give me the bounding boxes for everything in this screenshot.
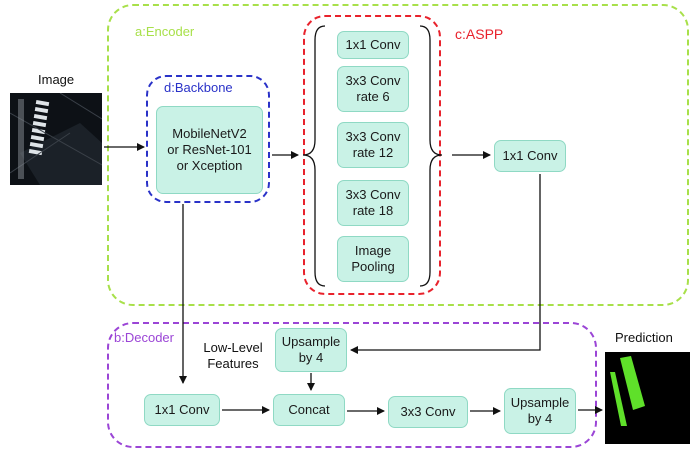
backbone-label: d:Backbone xyxy=(164,80,233,95)
prediction-label: Prediction xyxy=(615,330,673,345)
prediction-thumbnail xyxy=(605,352,690,444)
satellite-image-icon xyxy=(9,92,103,185)
backbone-region xyxy=(146,75,270,203)
decoder-1x1-conv: 1x1 Conv xyxy=(144,394,220,426)
input-image-thumbnail xyxy=(9,92,103,185)
decoder-3x3-conv: 3x3 Conv xyxy=(388,396,468,428)
aspp-image-pooling: Image Pooling xyxy=(337,236,409,282)
encoder-label: a:Encoder xyxy=(135,24,195,39)
encoder-1x1-conv: 1x1 Conv xyxy=(494,140,566,172)
decoder-upsample-by-4-out: Upsample by 4 xyxy=(504,388,576,434)
aspp-3x3-conv-rate-12: 3x3 Conv rate 12 xyxy=(337,122,409,168)
aspp-left-brace xyxy=(302,25,326,287)
aspp-label: c:ASPP xyxy=(455,26,504,42)
decoder-upsample-by-4-top: Upsample by 4 xyxy=(275,328,347,372)
aspp-1x1-conv: 1x1 Conv xyxy=(337,31,409,59)
decoder-concat: Concat xyxy=(273,394,345,426)
aspp-3x3-conv-rate-6: 3x3 Conv rate 6 xyxy=(337,66,409,112)
aspp-right-brace xyxy=(419,25,443,287)
aspp-3x3-conv-rate-18: 3x3 Conv rate 18 xyxy=(337,180,409,226)
backbone-node: MobileNetV2 or ResNet-101 or Xception xyxy=(156,106,263,194)
input-image-label: Image xyxy=(38,72,75,87)
arrow-encoder-to-upsample xyxy=(350,174,541,354)
low-level-features-label: Low-Level Features xyxy=(203,340,263,371)
segmentation-mask-icon xyxy=(605,352,690,444)
decoder-label: b:Decoder xyxy=(114,330,174,345)
decoder-region xyxy=(107,322,597,448)
encoder-region xyxy=(107,4,689,306)
